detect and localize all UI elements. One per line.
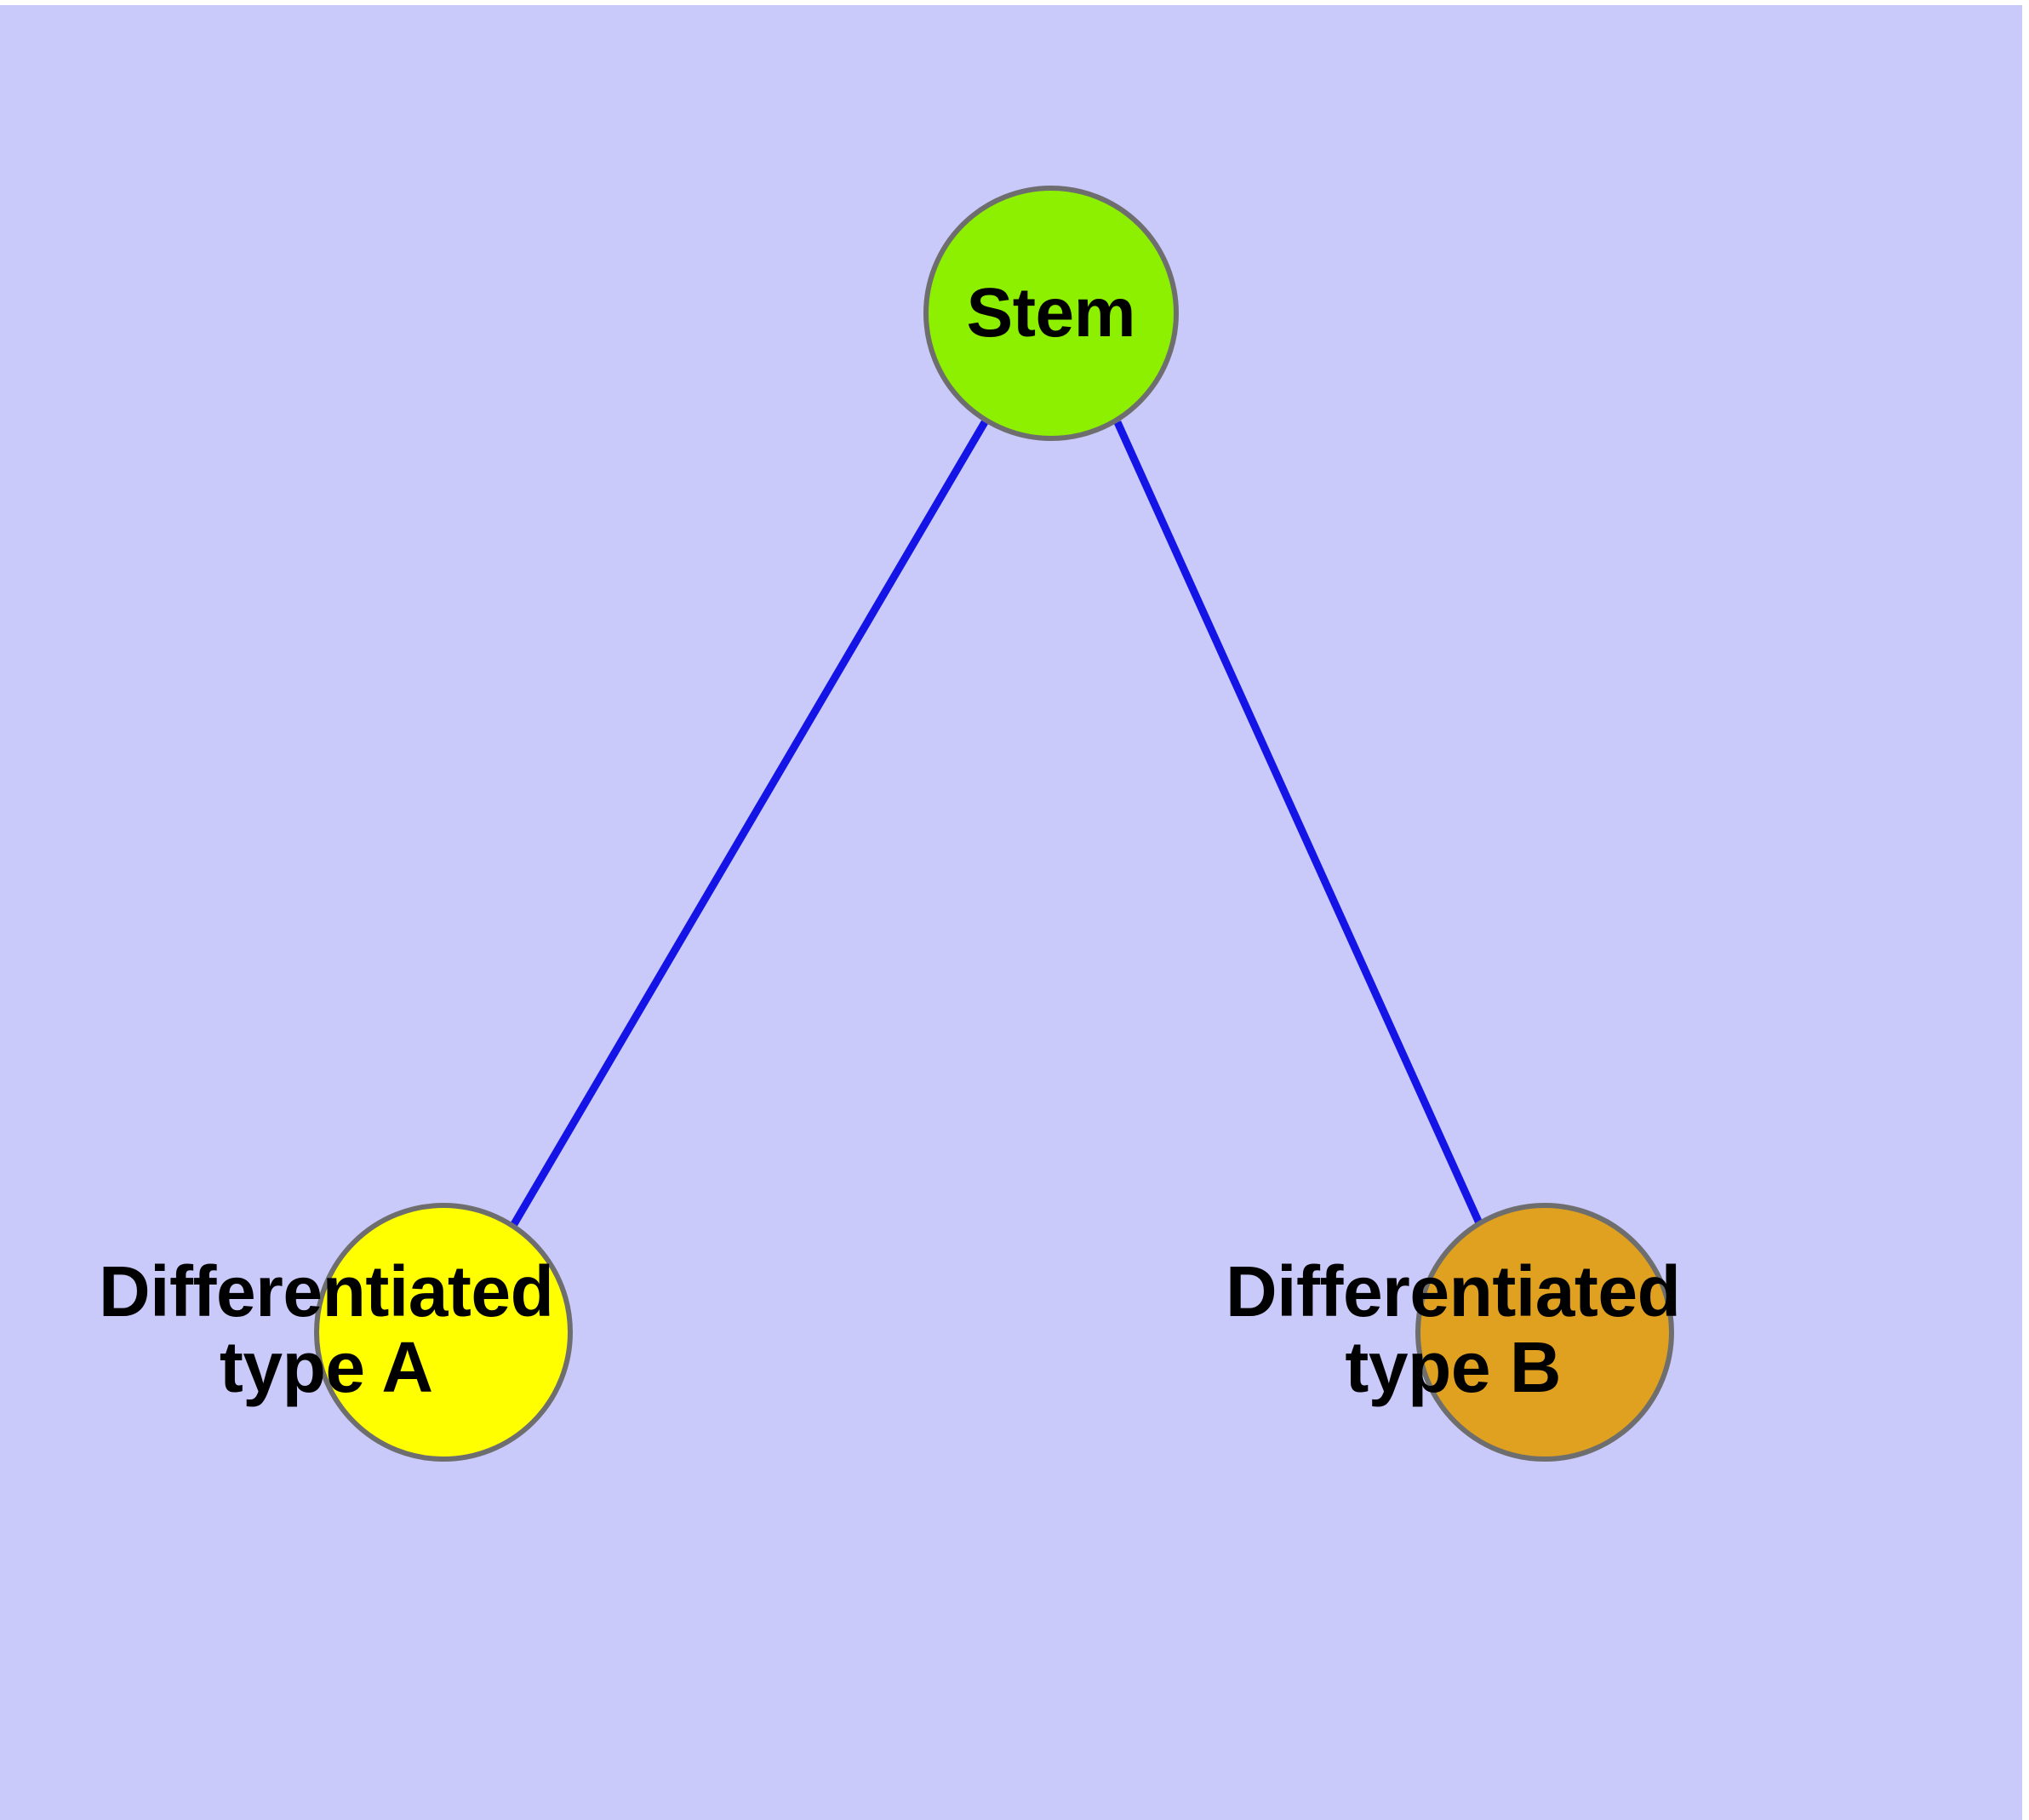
edges-layer [511,420,1484,1227]
graph-node-diff_a[interactable] [314,1203,573,1462]
graph-node-diff_b[interactable] [1415,1203,1674,1462]
graph-edge-stem-to-b [1113,421,1484,1227]
graph-node-stem[interactable] [923,186,1179,441]
graph-edge-stem-to-a [511,420,988,1227]
nodes-layer [314,186,1674,1462]
